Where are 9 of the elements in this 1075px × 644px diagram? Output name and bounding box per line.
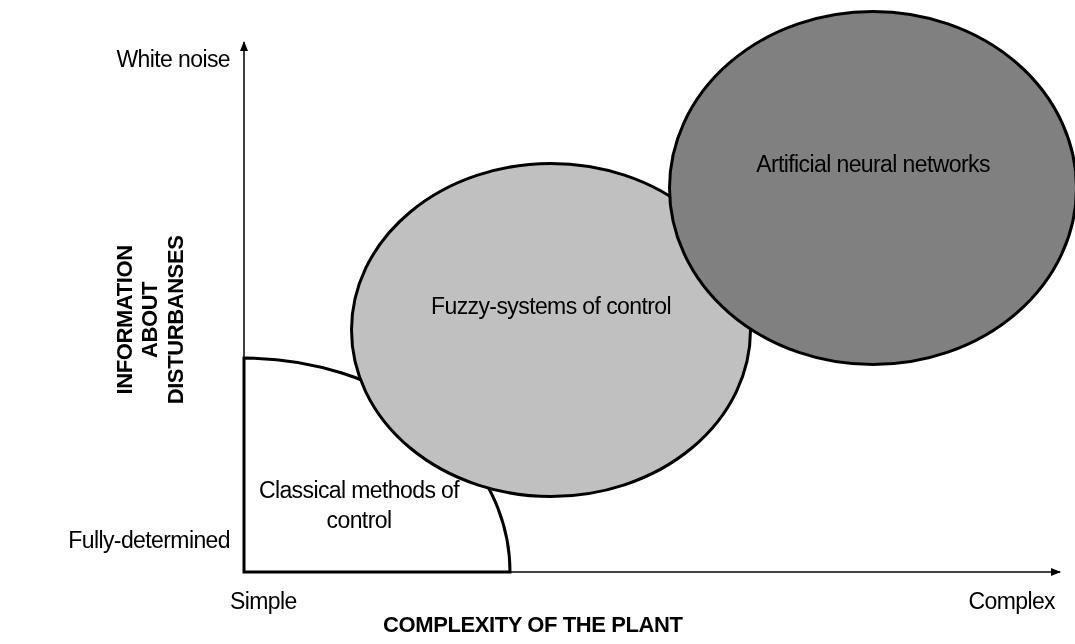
region-label: Artificial neural networks [755, 150, 991, 179]
axis-end-label: Fully-determined [68, 527, 230, 554]
axis-end-label: Simple [230, 588, 297, 615]
x-axis-title: COMPLEXITY OF THE PLANT [383, 612, 683, 638]
y-axis-title: INFORMATION ABOUT DISTURBANSES [112, 234, 188, 407]
axis-end-label: White noise [116, 46, 230, 73]
region-label: Classical methods of control [257, 476, 461, 535]
region-label: Fuzzy-systems of control [430, 292, 672, 321]
axis-end-label: Complex [968, 588, 1055, 615]
